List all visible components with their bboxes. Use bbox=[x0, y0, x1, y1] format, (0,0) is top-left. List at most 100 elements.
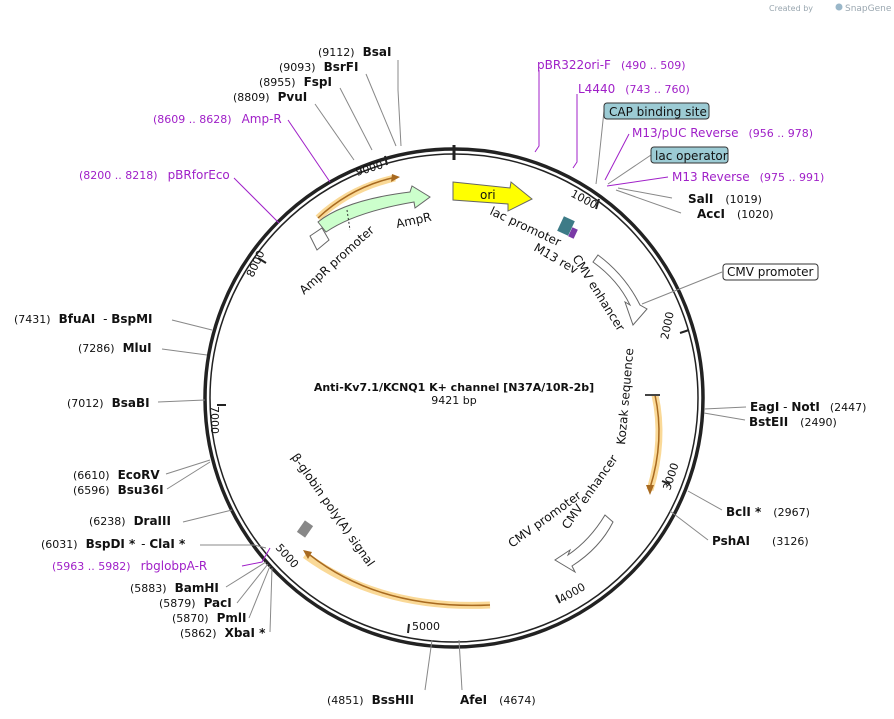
draiii-leader bbox=[182, 509, 233, 523]
amp-r-arrowhead bbox=[391, 174, 400, 182]
site-leaders bbox=[157, 60, 747, 691]
site-bsabi[interactable]: (7012)BsaBI bbox=[67, 396, 150, 410]
bsabi-leader bbox=[157, 399, 206, 403]
tick-1000 bbox=[595, 198, 600, 210]
bsai-leader bbox=[397, 60, 402, 147]
snapgene-brand: SnapGene bbox=[845, 4, 892, 14]
tick-label-9000: 9000 bbox=[354, 158, 385, 179]
site-mlui[interactable]: (7286)MluI bbox=[78, 341, 152, 355]
site-bsteii[interactable]: BstEII(2490) bbox=[749, 415, 837, 429]
paci-leader bbox=[236, 563, 269, 604]
ampr-promoter-label: AmpR promoter bbox=[297, 223, 377, 297]
xbai-leader bbox=[269, 567, 273, 633]
site-eagi-noti[interactable]: EagI - NotI(2447) bbox=[750, 400, 866, 414]
coordinate-ticks bbox=[217, 155, 690, 634]
snapgene-logo-icon bbox=[835, 3, 843, 11]
site-fspi[interactable]: (8955)FspI bbox=[259, 75, 332, 89]
site-xbai[interactable]: (5862)XbaI * bbox=[180, 626, 266, 640]
lac-operator-box bbox=[650, 146, 729, 164]
site-pvui[interactable]: (8809)PvuI bbox=[233, 90, 307, 104]
pbr322ori-f-leader bbox=[534, 70, 540, 153]
site-afei[interactable]: AfeI(4674) bbox=[460, 693, 536, 707]
m13-rev-block bbox=[568, 227, 578, 239]
cmv-promoter-box bbox=[722, 263, 819, 281]
kozak-arrowhead bbox=[646, 485, 654, 495]
pmli-leader bbox=[248, 565, 271, 619]
bamhi-leader bbox=[225, 561, 267, 588]
bsu36i-leader bbox=[166, 461, 211, 490]
fspi-leader bbox=[339, 87, 373, 151]
site-bsu36i[interactable]: (6596)Bsu36I bbox=[73, 483, 164, 497]
pbrforeco-leader bbox=[233, 177, 280, 224]
lac-promoter-label: lac promoter bbox=[488, 204, 564, 249]
site-bcli[interactable]: BclI *(2967) bbox=[726, 505, 810, 519]
cmv-enhancer-arrow-1 bbox=[592, 254, 648, 326]
lac-op-box-leader bbox=[607, 154, 652, 185]
amp-r-primer-leader bbox=[287, 119, 331, 183]
ori-label: ori bbox=[480, 188, 496, 202]
site-bsai[interactable]: (9112)BsaI bbox=[318, 45, 391, 59]
plasmid-name: Anti-Kv7.1/KCNQ1 K+ channel [N37A/10R-2b… bbox=[314, 381, 594, 394]
sali-leader bbox=[617, 187, 673, 199]
primer-pbr322ori-f[interactable]: pBR322ori-F(490 .. 509) bbox=[537, 58, 686, 72]
rbglobpa-r-leader bbox=[241, 547, 271, 567]
bsshii-leader bbox=[424, 639, 433, 691]
primer-l4440[interactable]: L4440(743 .. 760) bbox=[578, 82, 690, 96]
eagi-leader bbox=[703, 406, 747, 410]
kozak-label: Kozak sequence bbox=[614, 348, 636, 446]
lac-operator-label: lac operator bbox=[655, 149, 728, 163]
bsrfi-leader bbox=[365, 73, 397, 147]
ampr-dashed-mark bbox=[346, 209, 351, 231]
pvui-leader bbox=[314, 103, 355, 161]
tick-label-5000: 5000 bbox=[412, 620, 440, 633]
l4440-leader bbox=[572, 94, 578, 169]
site-draiii[interactable]: (6238)DraIII bbox=[89, 514, 171, 528]
site-bamhi[interactable]: (5883)BamHI bbox=[130, 581, 219, 595]
afei-leader bbox=[458, 639, 463, 691]
tick-label-8000: 8000 bbox=[244, 248, 268, 279]
bcli-leader bbox=[687, 490, 723, 511]
primer-pbrforeco[interactable]: (8200 .. 8218)pBRforEco bbox=[79, 168, 230, 182]
cmv-enhancer-arrow-2 bbox=[554, 514, 614, 574]
primer-m13-reverse[interactable]: M13 Reverse(975 .. 991) bbox=[672, 170, 824, 184]
cap-binding-box bbox=[603, 102, 710, 120]
site-acci[interactable]: AccI(1020) bbox=[697, 207, 774, 221]
ampr-promoter-arrow bbox=[309, 227, 330, 251]
cmv-enhancer-label-2: CMV enhancer bbox=[559, 452, 621, 532]
cmv-promoter-box-leader bbox=[641, 271, 723, 305]
m13-reverse-leader bbox=[606, 176, 669, 187]
primer-m13-puc-reverse[interactable]: M13/pUC Reverse(956 .. 978) bbox=[632, 126, 813, 140]
primer-amp-r[interactable]: (8609 .. 8628)Amp-R bbox=[153, 112, 282, 126]
site-pshai[interactable]: PshAI(3126) bbox=[712, 534, 809, 548]
globin-polya-label: β-globin poly(A) signal bbox=[289, 451, 378, 570]
site-ecorv[interactable]: (6610)EcoRV bbox=[73, 468, 160, 482]
site-bsrfi[interactable]: (9093)BsrFI bbox=[279, 60, 358, 74]
cmv-promoter-box-label: CMV promoter bbox=[727, 265, 814, 279]
site-bfuai-bspmi[interactable]: (7431)BfuAI - BspMI bbox=[14, 312, 153, 326]
cap-box-leader bbox=[595, 110, 605, 185]
site-bspdi-clai[interactable]: (6031)BspDI * - ClaI * bbox=[41, 537, 186, 551]
globin-arrowhead bbox=[303, 550, 312, 559]
ampr-arrow bbox=[317, 185, 431, 233]
bsteii-leader bbox=[703, 412, 746, 421]
pshai-leader bbox=[669, 510, 709, 541]
tick-8000 bbox=[257, 257, 267, 264]
site-sali[interactable]: SalI(1019) bbox=[688, 192, 762, 206]
site-pmli[interactable]: (5870)PmlI bbox=[172, 611, 246, 625]
m13-puc-reverse-leader bbox=[604, 133, 630, 181]
globin-polya-block bbox=[296, 520, 314, 538]
tick-2000 bbox=[679, 329, 690, 334]
ecorv-leader bbox=[165, 459, 211, 475]
tick-3000 bbox=[661, 480, 671, 485]
site-paci[interactable]: (5879)PacI bbox=[159, 596, 232, 610]
primer-leaders bbox=[233, 70, 669, 567]
tick-9000 bbox=[384, 155, 388, 166]
mlui-leader bbox=[161, 348, 208, 356]
primer-rbglobpa-r[interactable]: (5963 .. 5982)rbglobpA-R bbox=[52, 559, 207, 573]
tick-label-4000: 4000 bbox=[557, 580, 588, 605]
site-bsshii[interactable]: (4851)BssHII bbox=[327, 693, 414, 707]
ampr-label: AmpR bbox=[395, 210, 433, 231]
lac-promoter-block bbox=[557, 216, 575, 236]
tick-label-2000: 2000 bbox=[658, 311, 677, 341]
